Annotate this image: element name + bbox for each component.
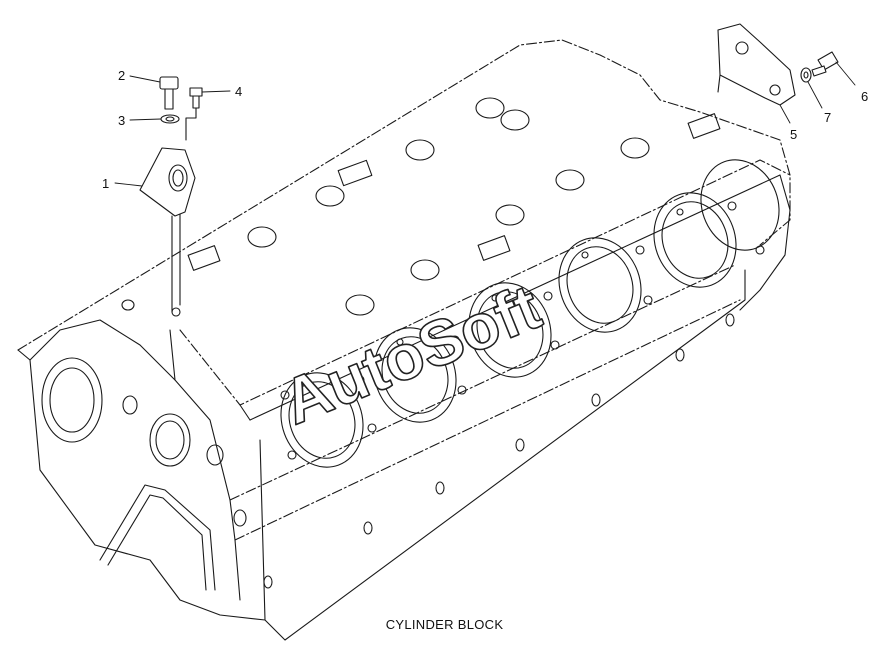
callout-7: 7 bbox=[824, 110, 831, 125]
callout-2: 2 bbox=[118, 68, 125, 83]
capscrew-6 bbox=[811, 51, 839, 77]
callout-3: 3 bbox=[118, 113, 125, 128]
camshaft-bores bbox=[187, 97, 721, 316]
bolt-holes bbox=[280, 201, 765, 460]
cylinder-bores bbox=[280, 159, 780, 468]
lifting-eye-front bbox=[139, 147, 196, 317]
watermark-text: AutoSoft bbox=[273, 270, 550, 438]
watermark: AutoSoft bbox=[272, 269, 551, 439]
plug-4 bbox=[185, 87, 203, 141]
washer-7 bbox=[800, 67, 812, 83]
cylinder-block bbox=[17, 39, 791, 641]
leader-lines bbox=[114, 61, 856, 187]
washer-3 bbox=[160, 114, 180, 124]
callout-6: 6 bbox=[861, 89, 868, 104]
lifting-eye-rear bbox=[717, 23, 796, 106]
callout-1: 1 bbox=[102, 176, 109, 191]
capscrew-2 bbox=[159, 76, 179, 110]
callout-5: 5 bbox=[790, 127, 797, 142]
callout-labels: 1 2 3 4 5 6 7 bbox=[102, 68, 868, 191]
callout-4: 4 bbox=[235, 84, 242, 99]
diagram-caption: CYLINDER BLOCK bbox=[385, 617, 504, 632]
block-side-holes bbox=[263, 313, 735, 589]
